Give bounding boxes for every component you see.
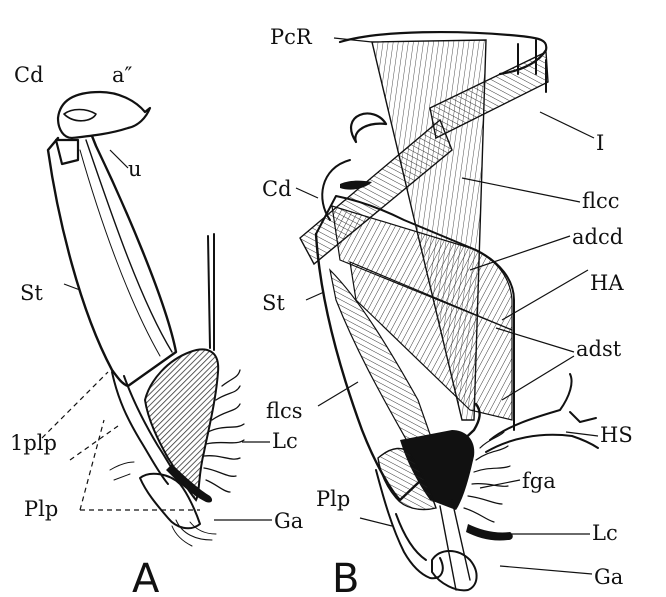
label-b-cd: Cd	[262, 177, 292, 201]
panel-a-leaders	[42, 150, 272, 520]
label-a-lc: Lc	[272, 429, 298, 453]
label-b-hs: HS	[600, 423, 633, 447]
label-b-ha: HA	[590, 271, 624, 295]
label-a-iplp: 1plp	[10, 431, 57, 455]
panel-a-drawing	[48, 92, 244, 546]
label-b-adst: adst	[576, 337, 622, 361]
label-a-ga: Ga	[274, 509, 303, 533]
label-b-fga: fga	[522, 469, 556, 493]
label-a-a2: a″	[112, 63, 133, 87]
label-a-plp: Plp	[24, 497, 58, 521]
label-b-st: St	[262, 291, 285, 315]
label-b-flcc: flcc	[582, 189, 620, 213]
label-b-pcr: PcR	[270, 25, 313, 49]
cardo-a	[58, 92, 150, 138]
label-b-ga: Ga	[594, 565, 623, 589]
label-b-flcs: flcs	[266, 399, 303, 423]
stipes-a	[48, 136, 176, 386]
label-a-st: St	[20, 281, 43, 305]
label-b-lc: Lc	[592, 521, 618, 545]
label-a-cd: Cd	[14, 63, 44, 87]
panel-b-letter: B	[332, 556, 359, 597]
label-a-u: u	[128, 157, 142, 181]
label-b-adcd: adcd	[572, 225, 623, 249]
panel-a-letter: A	[132, 556, 160, 597]
label-b-plp: Plp	[316, 487, 350, 511]
label-b-i: I	[596, 131, 604, 155]
